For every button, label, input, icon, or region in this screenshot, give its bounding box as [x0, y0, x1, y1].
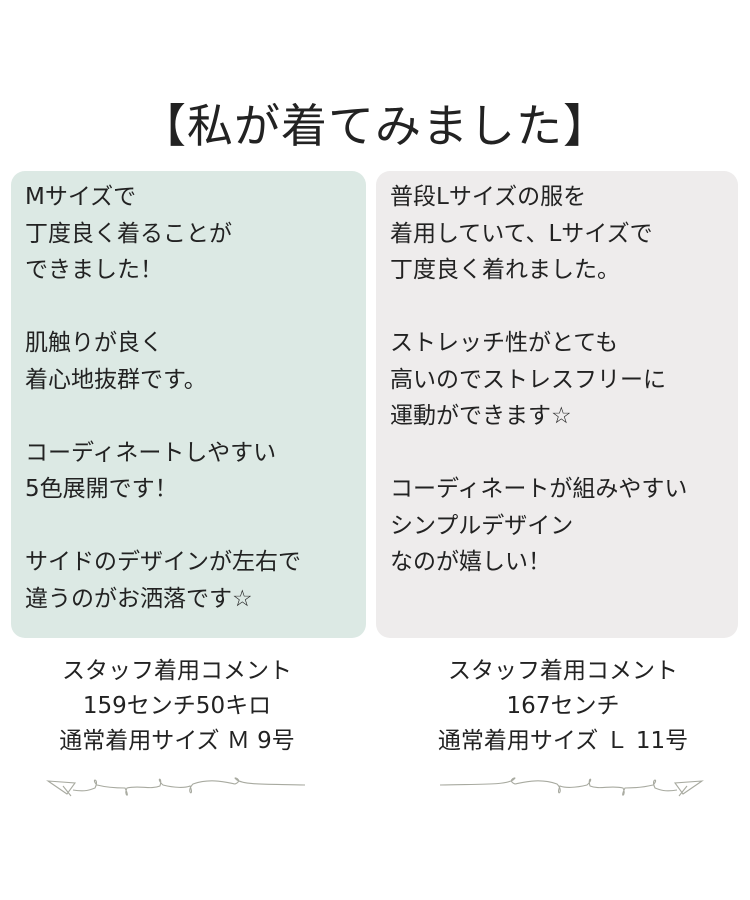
- comment-paragraph: サイドのデザインが左右で違うのがお洒落です☆: [25, 544, 366, 617]
- caption-body-stats: 167センチ: [506, 693, 620, 719]
- right-staff-caption: スタッフ着用コメント 167センチ 通常着用サイズ Ｌ 11号: [380, 654, 746, 759]
- comment-line: コーディネートしやすい: [25, 439, 277, 466]
- caption-heading: スタッフ着用コメント: [448, 658, 678, 684]
- comment-line: 着心地抜群です。: [25, 366, 207, 393]
- right-comment-box: 普段Lサイズの服を着用していて、Lサイズで丁度良く着れました。ストレッチ性がとて…: [376, 171, 738, 638]
- comment-line: ストレッチ性がとても: [390, 330, 619, 356]
- paper-plane-divider-icon: [46, 777, 306, 797]
- comment-paragraph: 肌触りが良く着心地抜群です。: [25, 325, 366, 398]
- left-staff-caption: スタッフ着用コメント 159センチ50キロ 通常着用サイズ Ｍ 9号: [0, 654, 354, 759]
- comment-line: 違うのがお洒落です☆: [25, 585, 253, 612]
- comment-line: 丁度良く着ることが: [25, 220, 232, 247]
- comment-line: Mサイズで: [25, 184, 137, 210]
- comment-line: なのが嬉しい！: [390, 549, 551, 575]
- comment-line: シンプルデザイン: [390, 512, 574, 539]
- comment-paragraph: コーディネートが組みやすいシンプルデザインなのが嬉しい！: [390, 471, 738, 581]
- comment-line: 肌触りが良く: [25, 330, 163, 356]
- paper-plane-divider-icon: [439, 777, 704, 797]
- caption-size: 通常着用サイズ Ｌ 11号: [437, 728, 689, 754]
- caption-size: 通常着用サイズ Ｍ 9号: [59, 728, 295, 754]
- comment-line: 丁度良く着れました。: [390, 257, 620, 283]
- comment-line: コーディネートが組みやすい: [390, 476, 688, 502]
- page-title: 【私が着てみました】: [140, 99, 610, 153]
- comment-line: 運動ができます☆: [390, 403, 572, 429]
- comment-line: 5色展開です！: [25, 476, 178, 502]
- comment-line: サイドのデザインが左右で: [25, 549, 301, 575]
- comment-line: 着用していて、Lサイズで: [390, 220, 653, 247]
- caption-body-stats: 159センチ50キロ: [82, 693, 272, 719]
- comment-paragraph: 普段Lサイズの服を着用していて、Lサイズで丁度良く着れました。: [390, 179, 738, 289]
- caption-heading: スタッフ着用コメント: [62, 658, 292, 684]
- comment-paragraph: ストレッチ性がとても高いのでストレスフリーに運動ができます☆: [390, 325, 738, 435]
- comment-paragraph: コーディネートしやすい 5色展開です！: [25, 435, 366, 508]
- comment-paragraph: Mサイズで丁度良く着ることができました！: [25, 179, 366, 289]
- comment-line: 普段Lサイズの服を: [390, 184, 587, 210]
- comment-line: できました！: [25, 257, 163, 283]
- comment-line: 高いのでストレスフリーに: [390, 366, 666, 393]
- left-comment-box: Mサイズで丁度良く着ることができました！ 肌触りが良く着心地抜群です。コーディネー…: [11, 171, 366, 638]
